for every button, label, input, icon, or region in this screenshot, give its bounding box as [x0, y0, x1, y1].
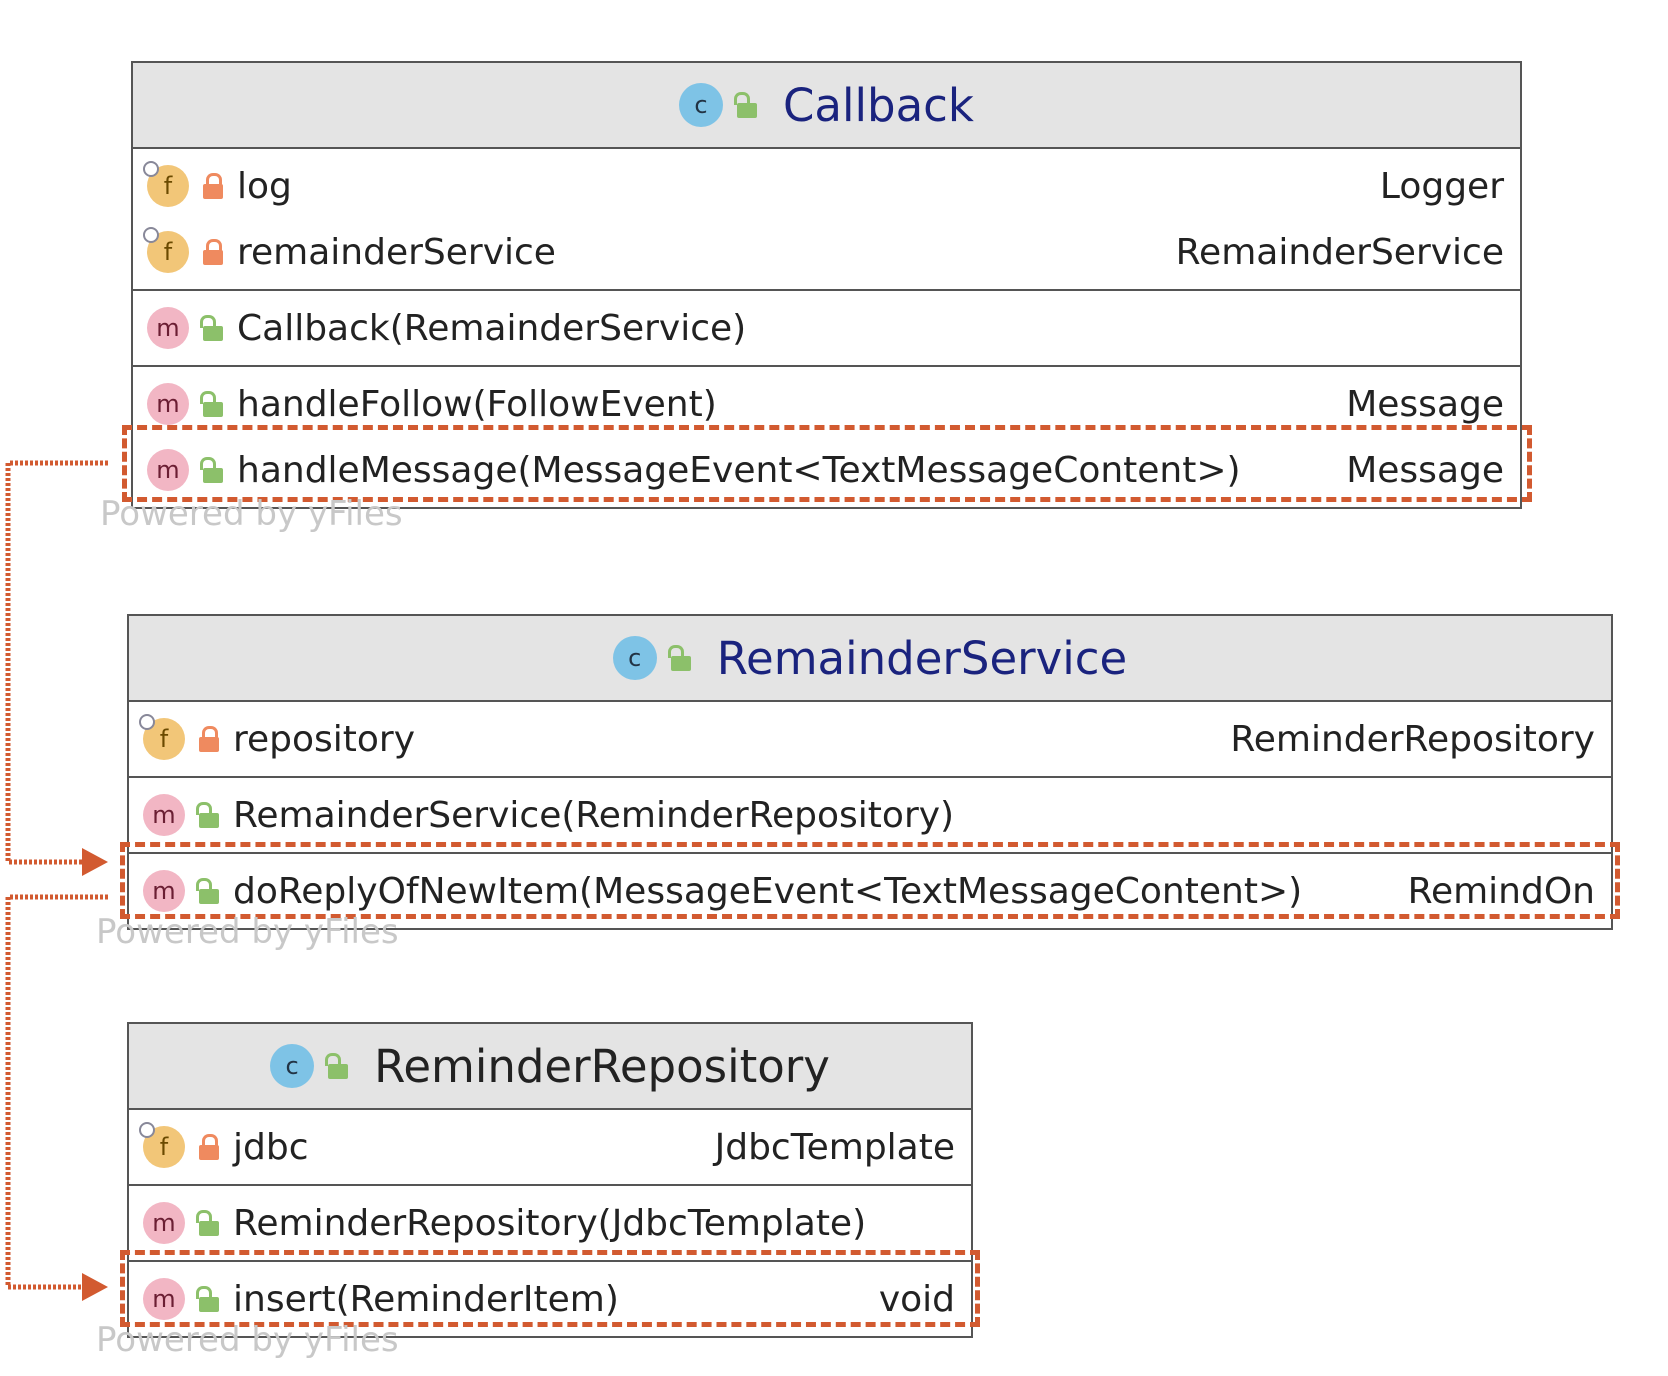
constructor-name: RemainderService(ReminderRepository)	[233, 794, 955, 836]
highlight-handleMessage	[122, 425, 1532, 502]
method-icon: m	[143, 1278, 185, 1320]
public-icon	[196, 1286, 219, 1312]
method-icon: m	[147, 307, 189, 349]
public-icon	[200, 391, 223, 417]
constructor-row[interactable]: m RemainderService(ReminderRepository)	[129, 782, 1611, 848]
field-row[interactable]: f repository ReminderRepository	[129, 706, 1611, 772]
public-icon	[667, 645, 691, 671]
constructors-section: m ReminderRepository(JdbcTemplate)	[129, 1186, 971, 1262]
method-row-doReplyOfNewItem[interactable]: m doReplyOfNewItem(MessageEvent<TextMess…	[129, 858, 1611, 924]
public-icon	[325, 1053, 349, 1079]
field-icon: f	[139, 1122, 185, 1168]
method-row-handleMessage[interactable]: m handleMessage(MessageEvent<TextMessage…	[133, 437, 1520, 503]
watermark: Powered by yFiles	[96, 1320, 399, 1360]
private-icon	[199, 1134, 219, 1160]
class-icon: c	[612, 636, 657, 680]
class-remainder-service[interactable]: c RemainderService f repository Reminder…	[127, 614, 1613, 930]
method-icon: m	[143, 794, 185, 836]
method-return-type: Message	[1346, 383, 1504, 425]
method-row[interactable]: m handleFollow(FollowEvent) Message	[133, 371, 1520, 437]
method-icon: m	[143, 1202, 185, 1244]
constructor-name: Callback(RemainderService)	[237, 307, 747, 349]
class-header: c ReminderRepository	[129, 1024, 971, 1110]
fields-section: f jdbc JdbcTemplate	[129, 1110, 971, 1186]
public-icon	[196, 802, 219, 828]
class-name: Callback	[783, 78, 974, 132]
highlight-insert	[120, 1250, 980, 1327]
field-icon: f	[143, 227, 189, 273]
method-name: handleMessage(MessageEvent<TextMessageCo…	[237, 449, 1241, 491]
method-row-insert[interactable]: m insert(ReminderItem) void	[129, 1266, 971, 1332]
method-name: doReplyOfNewItem(MessageEvent<TextMessag…	[233, 870, 1303, 912]
method-icon: m	[147, 383, 189, 425]
class-name: RemainderService	[716, 631, 1128, 685]
class-header: c RemainderService	[129, 616, 1611, 702]
watermark: Powered by yFiles	[100, 494, 403, 534]
field-name: remainderService	[237, 231, 556, 273]
public-icon	[734, 92, 758, 118]
field-name: repository	[233, 718, 416, 760]
connector-handleMessage-to-doReply	[5, 460, 108, 865]
field-row[interactable]: f jdbc JdbcTemplate	[129, 1114, 971, 1180]
watermark: Powered by yFiles	[96, 912, 399, 952]
method-name: insert(ReminderItem)	[233, 1278, 619, 1320]
field-name: log	[237, 165, 292, 207]
constructor-name: ReminderRepository(JdbcTemplate)	[233, 1202, 867, 1244]
field-type: JdbcTemplate	[714, 1126, 955, 1168]
class-header: c Callback	[133, 63, 1520, 149]
field-icon: f	[139, 714, 185, 760]
public-icon	[196, 1210, 219, 1236]
public-icon	[200, 315, 223, 341]
fields-section: f log Logger f remainderService Remainde…	[133, 149, 1520, 291]
method-name: handleFollow(FollowEvent)	[237, 383, 717, 425]
field-icon: f	[143, 161, 189, 207]
public-icon	[196, 878, 219, 904]
class-callback[interactable]: c Callback f log Logger f remainderServi…	[131, 61, 1522, 509]
field-row[interactable]: f remainderService RemainderService	[133, 219, 1520, 285]
constructor-row[interactable]: m ReminderRepository(JdbcTemplate)	[129, 1190, 971, 1256]
field-name: jdbc	[233, 1126, 309, 1168]
connector-doReply-to-insert	[5, 894, 108, 1290]
method-icon: m	[147, 449, 189, 491]
method-return-type: Message	[1346, 449, 1504, 491]
fields-section: f repository ReminderRepository	[129, 702, 1611, 778]
method-return-type: void	[878, 1278, 955, 1320]
private-icon	[203, 239, 223, 265]
field-type: Logger	[1379, 165, 1504, 207]
methods-section: m insert(ReminderItem) void	[129, 1262, 971, 1336]
constructor-row[interactable]: m Callback(RemainderService)	[133, 295, 1520, 361]
field-type: ReminderRepository	[1230, 718, 1595, 760]
field-row[interactable]: f log Logger	[133, 153, 1520, 219]
class-icon: c	[679, 83, 724, 127]
constructors-section: m RemainderService(ReminderRepository)	[129, 778, 1611, 854]
methods-section: m handleFollow(FollowEvent) Message m ha…	[133, 367, 1520, 507]
public-icon	[200, 457, 223, 483]
class-name: ReminderRepository	[374, 1039, 830, 1093]
highlight-doReplyOfNewItem	[120, 842, 1620, 919]
class-icon: c	[270, 1044, 315, 1088]
private-icon	[199, 726, 219, 752]
constructors-section: m Callback(RemainderService)	[133, 291, 1520, 367]
method-icon: m	[143, 870, 185, 912]
arrowhead-insert	[82, 1273, 108, 1301]
method-return-type: RemindOn	[1407, 870, 1595, 912]
private-icon	[203, 173, 223, 199]
methods-section: m doReplyOfNewItem(MessageEvent<TextMess…	[129, 854, 1611, 928]
class-reminder-repository[interactable]: c ReminderRepository f jdbc JdbcTemplate…	[127, 1022, 973, 1338]
arrowhead-doReply	[82, 848, 108, 876]
field-type: RemainderService	[1175, 231, 1504, 273]
